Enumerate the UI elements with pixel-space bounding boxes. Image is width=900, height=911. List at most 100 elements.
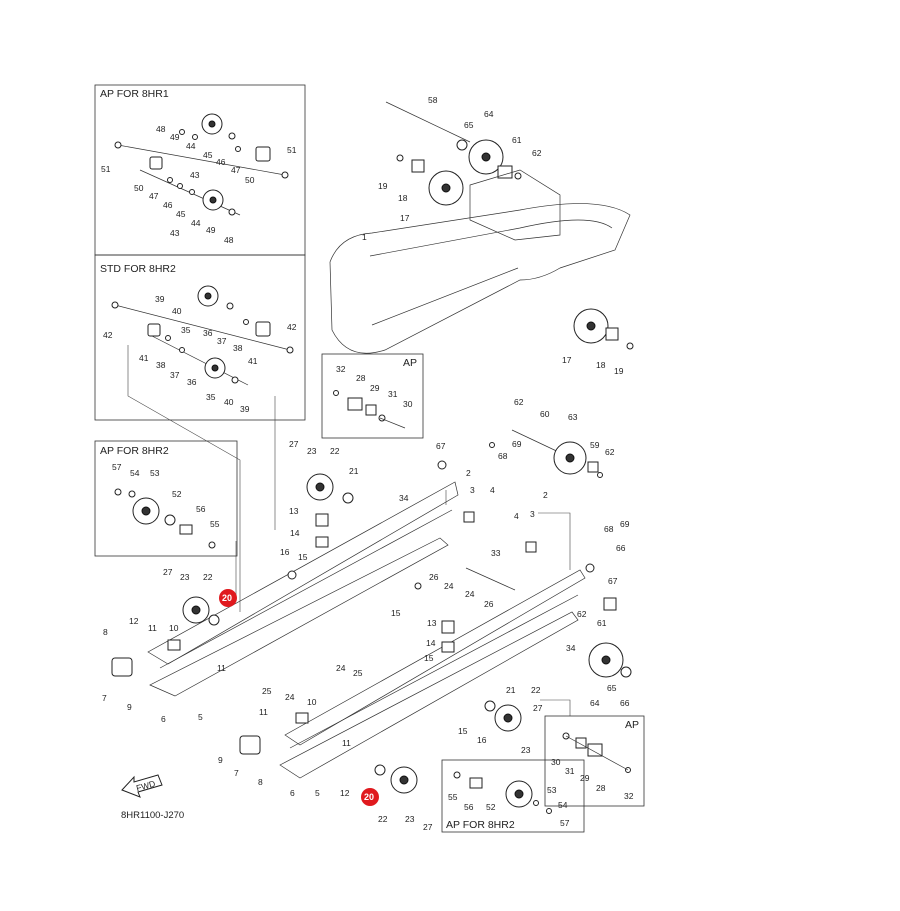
box-ap-for-8hr1: AP FOR 8HR1 48 49 44 45 46 47 50 51 51 5… [94, 84, 306, 256]
callout-44: 44 [191, 218, 201, 228]
callout-58: 58 [428, 95, 438, 105]
callout-24: 24 [285, 692, 295, 702]
callout-50: 50 [245, 175, 255, 185]
callout-38: 38 [233, 343, 243, 353]
callout-63: 63 [568, 412, 578, 422]
callout-36: 36 [187, 377, 197, 387]
callout-24: 24 [465, 589, 475, 599]
box-ap-for-8hr2-bottom: AP FOR 8HR2 55 56 52 53 54 57 [441, 759, 585, 833]
callout-66: 66 [620, 698, 630, 708]
callout-28: 28 [596, 783, 606, 793]
callout-46: 46 [163, 200, 173, 210]
callout-25: 25 [262, 686, 272, 696]
callout-66: 66 [616, 543, 626, 553]
callout-67: 67 [608, 576, 618, 586]
callout-26: 26 [429, 572, 439, 582]
callout-16: 16 [280, 547, 290, 557]
callout-9: 9 [218, 755, 223, 765]
callout-57: 57 [112, 462, 122, 472]
callout-61: 61 [597, 618, 607, 628]
callout-62: 62 [577, 609, 587, 619]
callout-12: 12 [129, 616, 139, 626]
box-title-ap-for-8hr2-left: AP FOR 8HR2 [100, 445, 169, 457]
callout-57: 57 [560, 818, 570, 828]
callout-17: 17 [400, 213, 410, 223]
callout-32: 32 [624, 791, 634, 801]
callout-35: 35 [206, 392, 216, 402]
callout-19: 19 [378, 181, 388, 191]
callout-5: 5 [198, 712, 203, 722]
callout-23: 23 [180, 572, 190, 582]
callout-25: 25 [353, 668, 363, 678]
callout-34: 34 [399, 493, 409, 503]
callout-42: 42 [103, 330, 113, 340]
callout-67: 67 [436, 441, 446, 451]
box-ap-center: AP 32 28 29 31 30 [321, 353, 424, 439]
callout-68: 68 [498, 451, 508, 461]
fwd-label: FWD [135, 778, 156, 793]
callout-55: 55 [448, 792, 458, 802]
callout-31: 31 [565, 766, 575, 776]
highlighted-part-20-lower: 20 [361, 788, 379, 806]
highlight-marker [361, 788, 379, 806]
callout-39: 39 [240, 404, 250, 414]
callout-62: 62 [514, 397, 524, 407]
box-ap-right: AP 30 31 29 28 32 [544, 715, 645, 807]
callout-37: 37 [217, 336, 227, 346]
callout-41: 41 [248, 356, 258, 366]
callout-36: 36 [203, 328, 213, 338]
callout-30: 30 [551, 757, 561, 767]
callout-9: 9 [127, 702, 132, 712]
callout-38: 38 [156, 360, 166, 370]
callout-15: 15 [424, 653, 434, 663]
callout-53: 53 [547, 785, 557, 795]
callout-22: 22 [203, 572, 213, 582]
callout-6: 6 [161, 714, 166, 724]
callout-27: 27 [423, 822, 433, 832]
callout-62: 62 [532, 148, 542, 158]
callout-23: 23 [405, 814, 415, 824]
callout-3: 3 [470, 485, 475, 495]
callout-52: 52 [172, 489, 182, 499]
upper-drive-assembly: 58 64 65 61 62 19 18 17 1 17 18 19 [329, 95, 634, 376]
callout-65: 65 [607, 683, 617, 693]
callout-42: 42 [287, 322, 297, 332]
callout-43: 43 [170, 228, 180, 238]
highlighted-part-20-upper: 20 [219, 589, 237, 607]
callout-2: 2 [543, 490, 548, 500]
callout-28: 28 [356, 373, 366, 383]
callout-11: 11 [148, 623, 157, 633]
callout-23: 23 [521, 745, 531, 755]
callout-29: 29 [580, 773, 590, 783]
callout-37: 37 [170, 370, 180, 380]
callout-65: 65 [464, 120, 474, 130]
callout-16: 16 [477, 735, 487, 745]
callouts-middle: 27 23 22 21 34 2 3 4 2 4 3 13 14 16 15 3… [102, 439, 630, 832]
callout-51: 51 [101, 164, 111, 174]
box-title-ap-for-8hr2-bottom: AP FOR 8HR2 [446, 819, 515, 831]
callout-21: 21 [506, 685, 516, 695]
callout-8: 8 [103, 627, 108, 637]
callout-14: 14 [290, 528, 300, 538]
callout-14: 14 [426, 638, 436, 648]
callout-21: 21 [349, 466, 359, 476]
callout-15: 15 [298, 552, 308, 562]
highlight-label: 20 [222, 593, 232, 603]
callout-56: 56 [196, 504, 206, 514]
callout-11: 11 [259, 707, 268, 717]
callout-15: 15 [391, 608, 401, 618]
callout-50: 50 [134, 183, 144, 193]
callout-45: 45 [176, 209, 186, 219]
callout-15: 15 [458, 726, 468, 736]
callout-55: 55 [210, 519, 220, 529]
callout-2: 2 [466, 468, 471, 478]
callout-52: 52 [486, 802, 496, 812]
rear-axle-assembly: 62 60 63 67 69 68 59 62 [436, 397, 615, 478]
box-title-ap-center: AP [403, 357, 417, 369]
callout-54: 54 [558, 800, 568, 810]
callout-40: 40 [224, 397, 234, 407]
callout-6: 6 [290, 788, 295, 798]
callout-56: 56 [464, 802, 474, 812]
callout-27: 27 [289, 439, 299, 449]
